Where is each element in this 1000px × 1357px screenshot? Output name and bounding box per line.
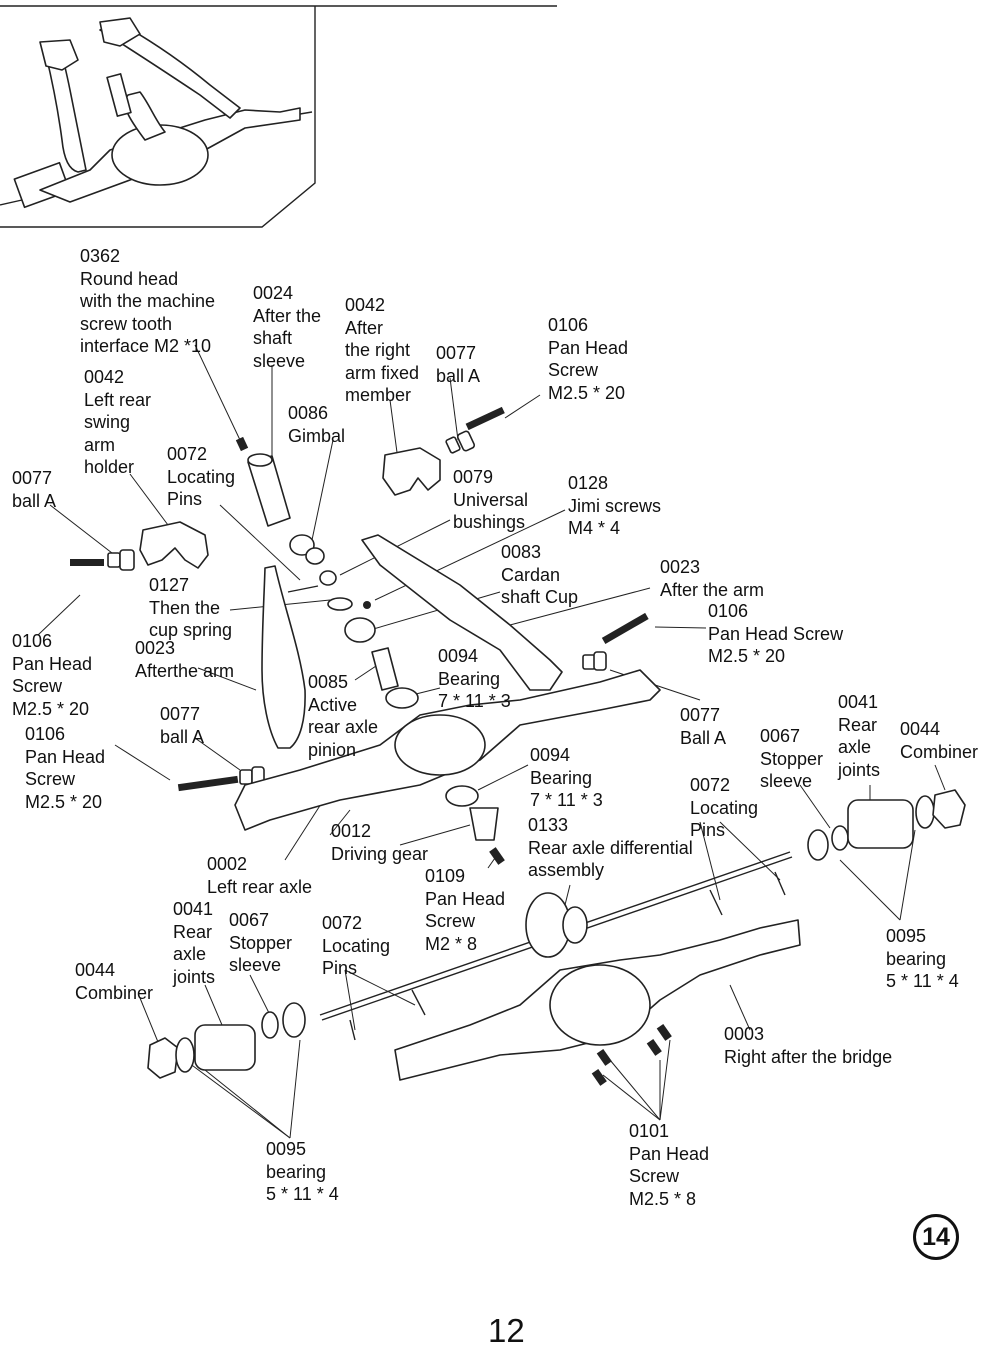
- callout-0041-b: 0041 Rear axle joints: [173, 899, 216, 987]
- part-number: 0095: [266, 1139, 307, 1159]
- part-number: 0106: [25, 724, 66, 744]
- callout-0077-d: 0077 Ball A: [680, 705, 727, 748]
- part-number: 0044: [900, 719, 941, 739]
- small-parts: [107, 430, 607, 841]
- callout-0042-right: 0042 After the right arm fixed member: [345, 295, 420, 405]
- callout-0077-c: 0077 ball A: [160, 704, 205, 747]
- callout-0023-b: 0023 Afterthe arm: [135, 638, 235, 681]
- callout-0077-b: 0077 ball A: [12, 468, 57, 511]
- callout-0067-a: 0067 Stopper sleeve: [760, 726, 824, 791]
- callout-0042-left: 0042 Left rear swing arm holder: [84, 367, 152, 477]
- callout-0106-c: 0106 Pan Head Screw M2.5 * 20: [12, 631, 93, 719]
- callout-0044-a: 0044 Combiner: [900, 719, 979, 762]
- part-number: 0079: [453, 467, 494, 487]
- callout-0101: 0101 Pan Head Screw M2.5 * 8: [629, 1121, 710, 1209]
- part-number: 0106: [708, 601, 749, 621]
- part-number: 0042: [345, 295, 386, 315]
- part-number: 0101: [629, 1121, 670, 1141]
- callout-0095-a: 0095 bearing 5 * 11 * 4: [886, 926, 959, 991]
- part-number: 0077: [680, 705, 721, 725]
- part-number: 0041: [838, 692, 879, 712]
- callout-0128: 0128 Jimi screws M4 * 4: [568, 473, 661, 538]
- part-number: 0072: [322, 913, 363, 933]
- part-number: 0083: [501, 542, 542, 562]
- callout-0072-b: 0072 Locating Pins: [690, 775, 759, 840]
- part-number: 0024: [253, 283, 294, 303]
- part-number: 0067: [760, 726, 801, 746]
- part-number: 0106: [12, 631, 53, 651]
- inset-assembled-axle: [0, 17, 313, 209]
- part-number: 0077: [160, 704, 201, 724]
- part-number: 0044: [75, 960, 116, 980]
- callout-0095-b: 0095 bearing 5 * 11 * 4: [266, 1139, 339, 1204]
- leader-lines: [37, 344, 946, 1139]
- part-number: 0072: [167, 444, 208, 464]
- callout-0079: 0079 Universal bushings: [453, 467, 529, 532]
- callout-0086: 0086 Gimbal: [288, 403, 346, 446]
- part-number: 0003: [724, 1024, 765, 1044]
- callout-0133: 0133 Rear axle differential assembly: [528, 815, 693, 880]
- screw-parts: [70, 406, 672, 1086]
- part-number: 0106: [548, 315, 589, 335]
- callout-0002: 0002 Left rear axle: [207, 854, 313, 897]
- step-number-badge: 14: [913, 1214, 959, 1260]
- callout-0094-b: 0094 Bearing 7 * 11 * 3: [530, 745, 603, 810]
- inset-frame: [0, 5, 557, 228]
- main-parts: [139, 447, 966, 1081]
- part-number: 0133: [528, 815, 569, 835]
- part-number: 0362: [80, 246, 121, 266]
- part-number: 0094: [438, 646, 479, 666]
- part-number: 0085: [308, 672, 349, 692]
- callout-0094-a: 0094 Bearing 7 * 11 * 3: [438, 646, 511, 711]
- callout-0106-a: 0106 Pan Head Screw M2.5 * 20: [548, 315, 629, 403]
- part-number: 0086: [288, 403, 329, 423]
- part-number: 0077: [436, 343, 477, 363]
- part-number: 0023: [660, 557, 701, 577]
- callout-0127: 0127 Then the cup spring: [149, 575, 233, 640]
- part-number: 0041: [173, 899, 214, 919]
- part-number: 0095: [886, 926, 927, 946]
- part-number: 0127: [149, 575, 190, 595]
- part-number: 0002: [207, 854, 248, 874]
- callout-0109: 0109 Pan Head Screw M2 * 8: [425, 866, 506, 954]
- part-number: 0077: [12, 468, 53, 488]
- part-number: 0023: [135, 638, 176, 658]
- callout-0012: 0012 Driving gear: [331, 821, 429, 864]
- callout-0077-a: 0077 ball A: [436, 343, 481, 386]
- page-number: 12: [488, 1312, 525, 1349]
- part-number: 0072: [690, 775, 731, 795]
- callout-0044-b: 0044 Combiner: [75, 960, 154, 1003]
- callout-0083: 0083 Cardan shaft Cup: [501, 542, 579, 607]
- callout-0072-a: 0072 Locating Pins: [167, 444, 236, 509]
- callout-0085: 0085 Active rear axle pinion: [308, 672, 379, 760]
- part-number: 0094: [530, 745, 571, 765]
- callout-0023-a: 0023 After the arm: [660, 557, 765, 600]
- callout-0041-a: 0041 Rear axle joints: [838, 692, 881, 780]
- callout-0003: 0003 Right after the bridge: [724, 1024, 893, 1067]
- callout-0106-b: 0106 Pan Head Screw M2.5 * 20: [708, 601, 844, 666]
- part-number: 0128: [568, 473, 609, 493]
- callout-0067-b: 0067 Stopper sleeve: [229, 910, 293, 975]
- part-number: 0067: [229, 910, 270, 930]
- callout-0106-d: 0106 Pan Head Screw M2.5 * 20: [25, 724, 106, 812]
- part-number: 0012: [331, 821, 372, 841]
- part-number: 0042: [84, 367, 125, 387]
- callout-0072-c: 0072 Locating Pins: [322, 913, 391, 978]
- callout-0024: 0024 After the shaft sleeve: [253, 283, 322, 371]
- part-number: 0109: [425, 866, 466, 886]
- callout-0362: 0362 Round head with the machine screw t…: [80, 246, 216, 356]
